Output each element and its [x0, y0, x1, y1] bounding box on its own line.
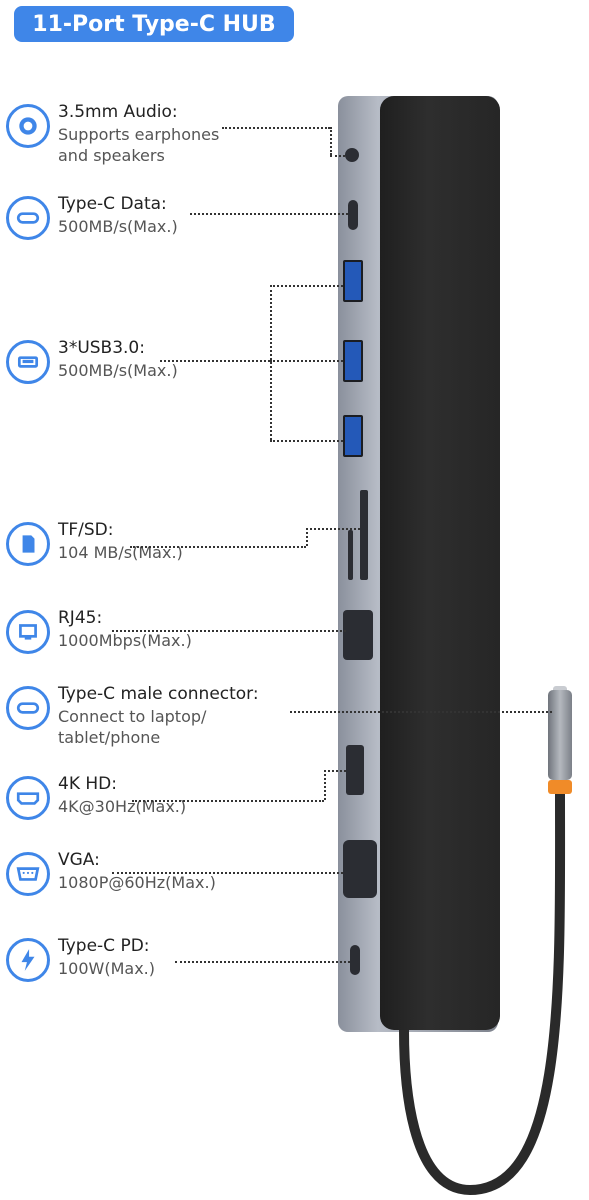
feature-name: TF/SD: — [58, 520, 114, 540]
feature-name: Type-C PD: — [58, 936, 150, 956]
hub-body — [380, 96, 500, 1030]
feature-name: 4K HD: — [58, 774, 117, 794]
cable-wire — [399, 793, 566, 1196]
feature-desc: 500MB/s(Max.) — [58, 217, 178, 236]
ethernet-port-icon — [6, 610, 50, 654]
audio-jack-port — [345, 148, 359, 162]
feature-type-c-pd: Type-C PD: 100W(Max.) — [6, 936, 336, 988]
usb-port-1 — [343, 260, 363, 302]
feature-desc: 1080P@60Hz(Max.) — [58, 873, 216, 892]
leader-audio-end — [330, 155, 345, 157]
leader-tf-sd-v — [306, 528, 308, 546]
leader-tf-sd-end — [306, 528, 360, 530]
leader-rj45 — [112, 630, 346, 632]
usb-port-icon — [6, 340, 50, 384]
feature-desc: 100W(Max.) — [58, 959, 156, 978]
leader-audio — [222, 127, 330, 129]
vga-port-icon — [6, 852, 50, 896]
feature-name: RJ45: — [58, 608, 103, 628]
feature-desc: Supports earphones and speakers — [58, 125, 220, 165]
sd-card-icon — [6, 522, 50, 566]
power-delivery-icon — [6, 938, 50, 982]
feature-rj45: RJ45: 1000Mbps(Max.) — [6, 608, 336, 660]
leader-hdmi-end — [324, 770, 346, 772]
title-badge: 11-Port Type-C HUB — [14, 6, 294, 42]
sd-slot — [360, 490, 368, 580]
usb-port-2 — [343, 340, 363, 382]
feature-name: VGA: — [58, 850, 100, 870]
cable-ring — [548, 780, 572, 794]
leader-type-c-data — [190, 213, 348, 215]
feature-desc: Connect to laptop/ tablet/phone — [58, 707, 207, 747]
vga-port — [343, 840, 377, 898]
feature-name: 3.5mm Audio: — [58, 102, 178, 122]
feature-desc: 1000Mbps(Max.) — [58, 631, 192, 650]
leader-type-c-pd — [175, 961, 350, 963]
type-c-pd-port — [350, 945, 360, 975]
rj45-port — [343, 610, 373, 660]
feature-audio: 3.5mm Audio: Supports earphones and spea… — [6, 102, 336, 174]
usb-port-3 — [343, 415, 363, 457]
leader-usb3-bottom — [270, 440, 343, 442]
feature-desc: 500MB/s(Max.) — [58, 361, 178, 380]
feature-type-c-male: Type-C male connector: Connect to laptop… — [6, 684, 336, 756]
leader-hdmi — [132, 800, 324, 802]
leader-tf-sd — [130, 546, 306, 548]
leader-usb3-mid — [270, 360, 343, 362]
feature-tf-sd: TF/SD: 104 MB/s(Max.) — [6, 520, 336, 572]
page-title: 11-Port Type-C HUB — [32, 11, 276, 37]
type-c-data-port — [348, 200, 358, 230]
type-c-connector-icon — [6, 686, 50, 730]
leader-hdmi-v — [324, 770, 326, 800]
leader-usb3-v — [270, 285, 272, 440]
hdmi-port-icon — [6, 776, 50, 820]
type-c-port-icon — [6, 196, 50, 240]
leader-usb3 — [160, 360, 270, 362]
tf-slot — [348, 530, 353, 580]
feature-type-c-data: Type-C Data: 500MB/s(Max.) — [6, 194, 336, 246]
leader-audio-v — [330, 127, 332, 155]
leader-type-c-male — [290, 711, 552, 713]
feature-name: Type-C male connector: — [58, 684, 259, 704]
hdmi-port — [346, 745, 364, 795]
leader-vga — [112, 872, 343, 874]
feature-name: Type-C Data: — [58, 194, 167, 214]
leader-usb3-top — [270, 285, 343, 287]
audio-jack-icon — [6, 104, 50, 148]
cable-plug — [548, 690, 572, 780]
feature-vga: VGA: 1080P@60Hz(Max.) — [6, 850, 336, 902]
feature-name: 3*USB3.0: — [58, 338, 145, 358]
feature-usb3: 3*USB3.0: 500MB/s(Max.) — [6, 338, 336, 390]
